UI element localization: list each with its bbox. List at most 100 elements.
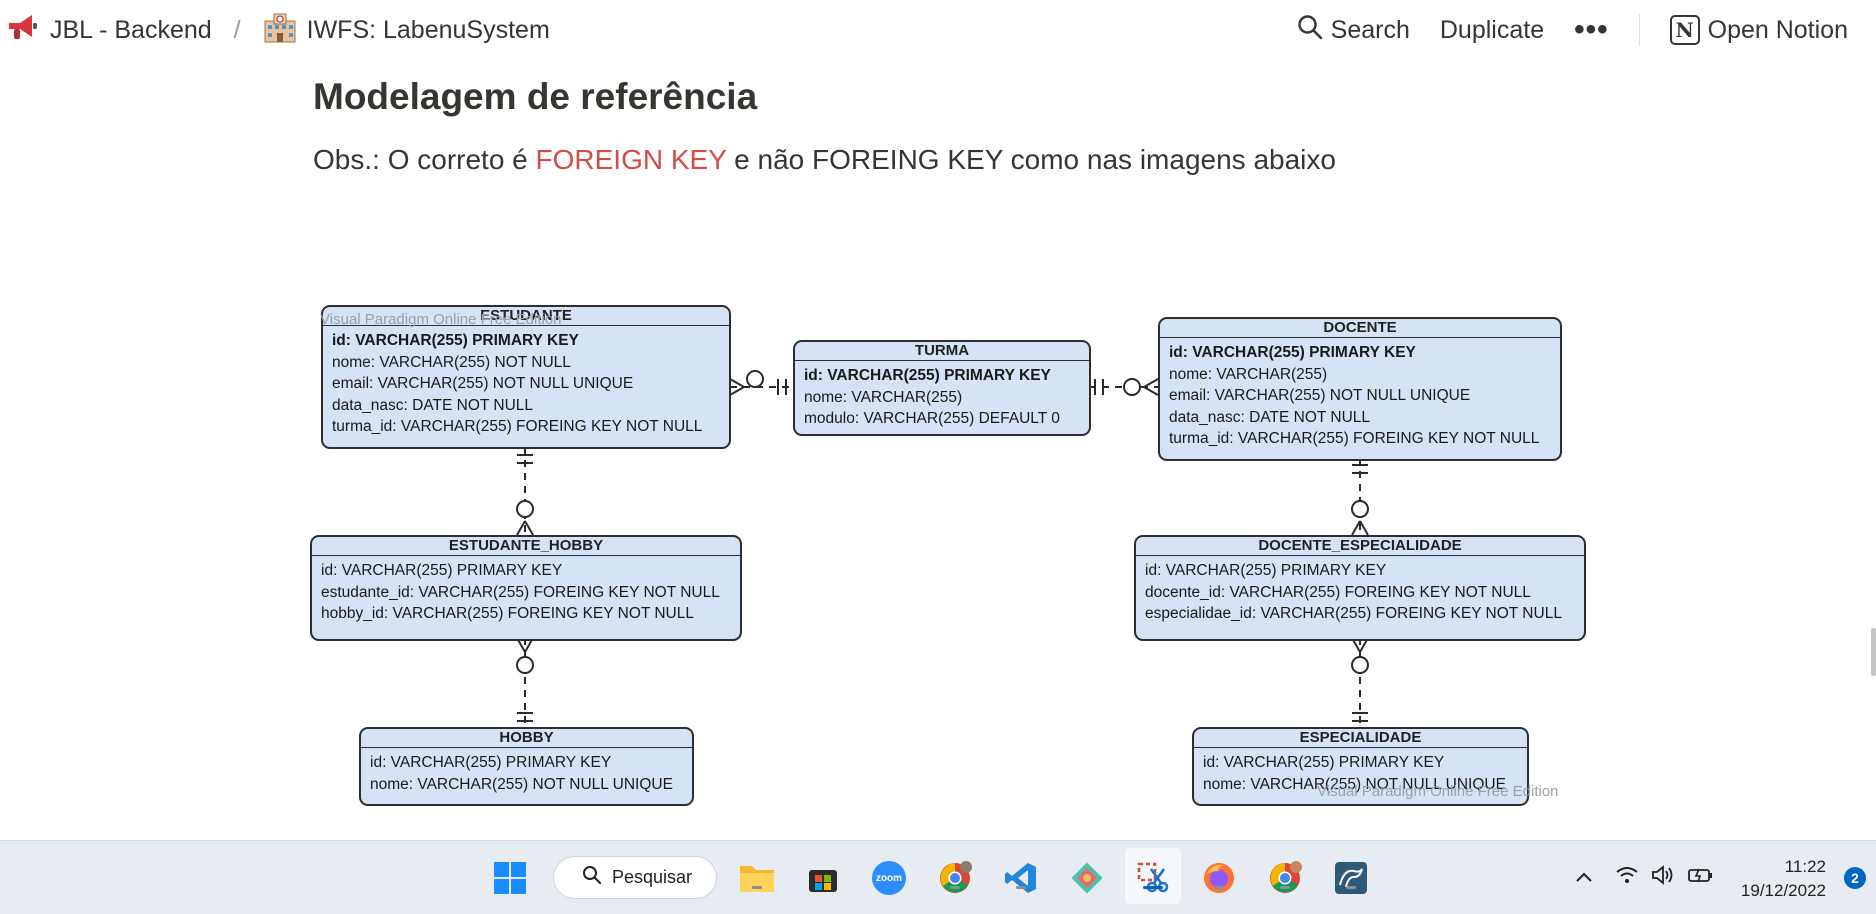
app-running-indicator xyxy=(1280,886,1290,889)
open-notion-label: Open Notion xyxy=(1707,15,1848,44)
entity-field: nome: VARCHAR(255) NOT NULL UNIQUE xyxy=(370,775,673,793)
page-scrollbar[interactable] xyxy=(1871,628,1876,676)
chrome-profile-icon[interactable] xyxy=(937,860,973,896)
entity-field: id: VARCHAR(255) PRIMARY KEY xyxy=(804,367,1051,384)
school-building-icon xyxy=(263,11,297,50)
entity-field: turma_id: VARCHAR(255) FOREING KEY NOT N… xyxy=(332,418,703,436)
entity-title: TURMA xyxy=(795,342,1089,361)
entity-turma: TURMA id: VARCHAR(255) PRIMARY KEY nome:… xyxy=(793,340,1091,436)
entity-field: estudante_id: VARCHAR(255) FOREING KEY N… xyxy=(321,583,720,601)
entity-field: nome: VARCHAR(255) NOT NULL xyxy=(332,353,571,371)
entity-field: data_nasc: DATE NOT NULL xyxy=(1169,408,1371,426)
breadcrumb-label: JBL - Backend xyxy=(50,15,212,44)
entity-field: id: VARCHAR(255) PRIMARY KEY xyxy=(332,332,579,349)
zoom-logo: zoom xyxy=(872,861,906,895)
entity-field: modulo: VARCHAR(255) DEFAULT 0 xyxy=(804,410,1060,428)
entity-title: ESTUDANTE_HOBBY xyxy=(312,537,740,556)
chevron-up-icon[interactable] xyxy=(1575,867,1593,888)
app-running-indicator xyxy=(752,886,762,889)
entity-docente: DOCENTE id: VARCHAR(255) PRIMARY KEY nom… xyxy=(1158,317,1562,461)
note-paragraph: Obs.: O correto é FOREIGN KEY e não FORE… xyxy=(313,144,1336,176)
system-tray xyxy=(1575,841,1713,914)
entity-field: nome: VARCHAR(255) xyxy=(1169,365,1328,383)
breadcrumb-label: IWFS: LabenuSystem xyxy=(306,15,550,44)
entity-field: especialidae_id: VARCHAR(255) FOREING KE… xyxy=(1145,605,1562,623)
entity-field: nome: VARCHAR(255) NOT NULL UNIQUE xyxy=(1203,775,1506,793)
entity-field: id: VARCHAR(255) PRIMARY KEY xyxy=(370,754,612,771)
app-active-indicator xyxy=(1143,886,1163,889)
entity-field: id: VARCHAR(255) PRIMARY KEY xyxy=(1145,562,1387,579)
duplicate-label: Duplicate xyxy=(1439,15,1545,44)
search-button[interactable]: Search xyxy=(1297,14,1410,47)
firefox-icon[interactable] xyxy=(1201,860,1237,896)
breadcrumb: JBL - Backend / IWFS: LabenuSystem xyxy=(6,0,550,60)
wifi-icon[interactable] xyxy=(1615,865,1639,890)
open-notion-button[interactable]: N Open Notion xyxy=(1669,15,1848,45)
entity-field: data_nasc: DATE NOT NULL xyxy=(332,396,534,414)
entity-title: DOCENTE_ESPECIALIDADE xyxy=(1136,537,1584,556)
page-heading: Modelagem de referência xyxy=(313,76,758,117)
entity-title: DOCENTE xyxy=(1160,319,1560,338)
entity-field: id: VARCHAR(255) PRIMARY KEY xyxy=(1169,344,1416,361)
chrome-profile-2-icon[interactable] xyxy=(1267,860,1303,896)
entity-field: email: VARCHAR(255) NOT NULL UNIQUE xyxy=(1169,387,1471,405)
entity-title: HOBBY xyxy=(361,729,692,748)
entity-field: nome: VARCHAR(255) xyxy=(804,388,963,406)
app-running-indicator xyxy=(1016,886,1026,889)
git-icon[interactable] xyxy=(1069,860,1105,896)
search-icon xyxy=(582,865,602,890)
app-running-indicator xyxy=(1346,886,1356,889)
volume-icon[interactable] xyxy=(1651,865,1675,890)
note-highlight: FOREIGN KEY xyxy=(535,144,727,175)
search-icon xyxy=(1297,14,1323,47)
zoom-icon[interactable]: zoom xyxy=(871,860,907,896)
entity-especialidade: ESPECIALIDADE id: VARCHAR(255) PRIMARY K… xyxy=(1192,727,1529,806)
mysql-workbench-icon[interactable] xyxy=(1333,860,1369,896)
note-suffix: e não FOREING KEY como nas imagens abaix… xyxy=(726,144,1336,175)
app-running-indicator xyxy=(1214,886,1224,889)
system-clock[interactable]: 11:22 19/12/2022 xyxy=(1741,855,1826,903)
watermark: Visual Paradigm Online Free Edition xyxy=(320,311,562,328)
clock-date: 19/12/2022 xyxy=(1740,881,1826,900)
breadcrumb-separator: / xyxy=(233,15,241,44)
windows-start-icon[interactable] xyxy=(492,860,528,896)
topbar-actions: Search Duplicate ••• N Open Notion xyxy=(1267,0,1848,60)
microsoft-store-icon[interactable] xyxy=(805,860,841,896)
entity-docente-especialidade: DOCENTE_ESPECIALIDADE id: VARCHAR(255) P… xyxy=(1134,535,1586,641)
entity-title: ESTUDANTE xyxy=(323,307,729,326)
entity-field: id: VARCHAR(255) PRIMARY KEY xyxy=(321,562,563,579)
entity-field: hobby_id: VARCHAR(255) FOREING KEY NOT N… xyxy=(321,605,694,623)
relationship-lines xyxy=(516,370,1369,727)
entity-field: docente_id: VARCHAR(255) FOREING KEY NOT… xyxy=(1145,583,1531,601)
more-options-button[interactable]: ••• xyxy=(1574,13,1609,46)
entity-estudante-hobby: ESTUDANTE_HOBBY id: VARCHAR(255) PRIMARY… xyxy=(310,535,742,641)
windows-taskbar: Pesquisar zoom xyxy=(0,840,1876,914)
note-prefix: Obs.: O correto é xyxy=(313,144,536,175)
er-diagram-image: ESTUDANTE id: VARCHAR(255) PRIMARY KEY n… xyxy=(300,295,1600,815)
active-app-highlight xyxy=(1125,848,1181,904)
notion-topbar: JBL - Backend / IWFS: LabenuSystem xyxy=(0,0,1876,60)
snipping-tool-icon[interactable] xyxy=(1125,848,1181,904)
vscode-icon[interactable] xyxy=(1003,860,1039,896)
breadcrumb-item-jbl-backend[interactable]: JBL - Backend xyxy=(6,12,212,49)
entity-field: email: VARCHAR(255) NOT NULL UNIQUE xyxy=(332,375,634,393)
taskbar-search-box[interactable]: Pesquisar xyxy=(553,856,717,899)
entity-field: id: VARCHAR(255) PRIMARY KEY xyxy=(1203,754,1445,771)
breadcrumb-item-iwfs[interactable]: IWFS: LabenuSystem xyxy=(263,11,550,50)
notion-logo-icon: N xyxy=(1669,15,1700,45)
file-explorer-icon[interactable] xyxy=(739,860,775,896)
entity-hobby: HOBBY id: VARCHAR(255) PRIMARY KEY nome:… xyxy=(359,727,694,806)
entity-estudante: ESTUDANTE id: VARCHAR(255) PRIMARY KEY n… xyxy=(321,305,731,449)
watermark: Visual Paradigm Online Free Edition xyxy=(1317,783,1559,800)
app-running-indicator xyxy=(950,886,960,889)
topbar-divider xyxy=(1638,14,1640,46)
taskbar-search-label: Pesquisar xyxy=(612,867,693,887)
clock-time: 11:22 xyxy=(1784,857,1826,876)
entity-field: turma_id: VARCHAR(255) FOREING KEY NOT N… xyxy=(1169,430,1540,448)
entity-title: ESPECIALIDADE xyxy=(1194,729,1527,748)
search-label: Search xyxy=(1330,15,1410,44)
duplicate-button[interactable]: Duplicate xyxy=(1440,16,1544,45)
notification-badge[interactable]: 2 xyxy=(1844,867,1866,889)
megaphone-icon xyxy=(6,12,40,49)
battery-icon[interactable] xyxy=(1687,865,1713,890)
